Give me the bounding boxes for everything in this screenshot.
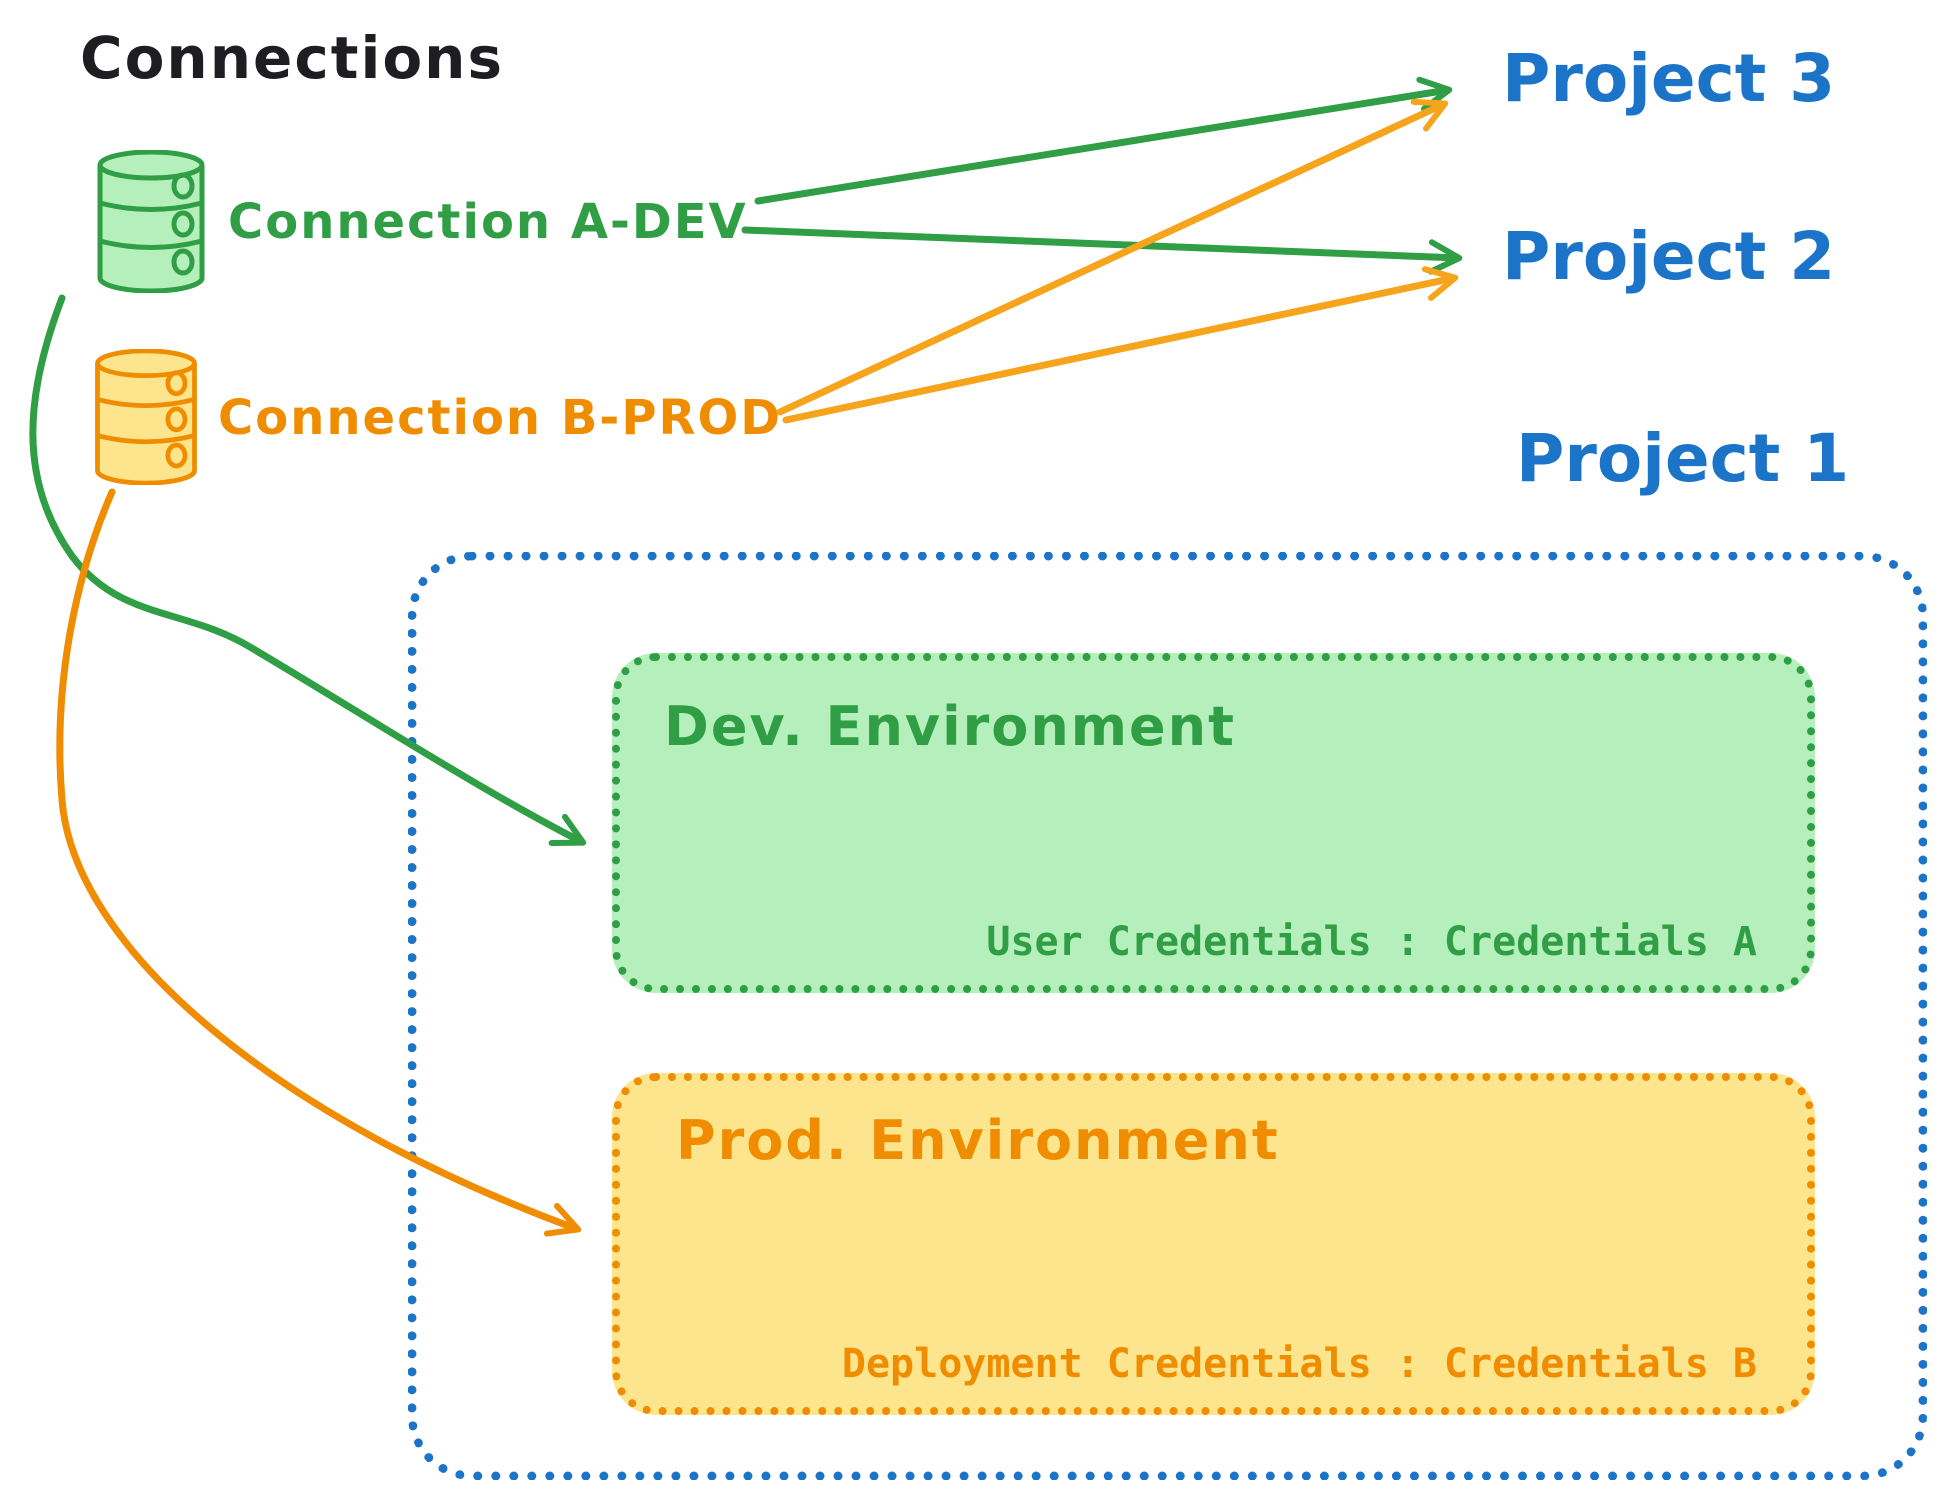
project-3-label: Project 3	[1502, 40, 1836, 117]
project-1-label: Project 1	[1516, 420, 1850, 497]
prod-environment-credentials: Deployment Credentials : Credentials B	[841, 1341, 1757, 1387]
arrow-a-dev-to-project-3	[754, 76, 1453, 205]
dev-environment-title: Dev. Environment	[664, 695, 1236, 758]
project-2-label: Project 2	[1502, 218, 1836, 295]
connection-b-prod-label: Connection B-PROD	[218, 390, 783, 446]
arrow-b-prod-to-project-2	[782, 266, 1459, 424]
arrow-a-dev-to-project-2	[741, 226, 1463, 275]
database-icon-prod	[95, 349, 197, 485]
dev-environment-box: Dev. Environment User Credentials : Cred…	[612, 653, 1815, 993]
arrow-b-prod-to-project-3	[776, 98, 1449, 416]
database-icon-dev	[97, 150, 205, 293]
diagram-title: Connections	[80, 24, 504, 92]
connection-a-dev-label: Connection A-DEV	[228, 194, 748, 250]
dev-environment-credentials: User Credentials : Credentials A	[986, 919, 1757, 965]
prod-environment-box: Prod. Environment Deployment Credentials…	[612, 1073, 1815, 1415]
prod-environment-title: Prod. Environment	[676, 1109, 1280, 1172]
